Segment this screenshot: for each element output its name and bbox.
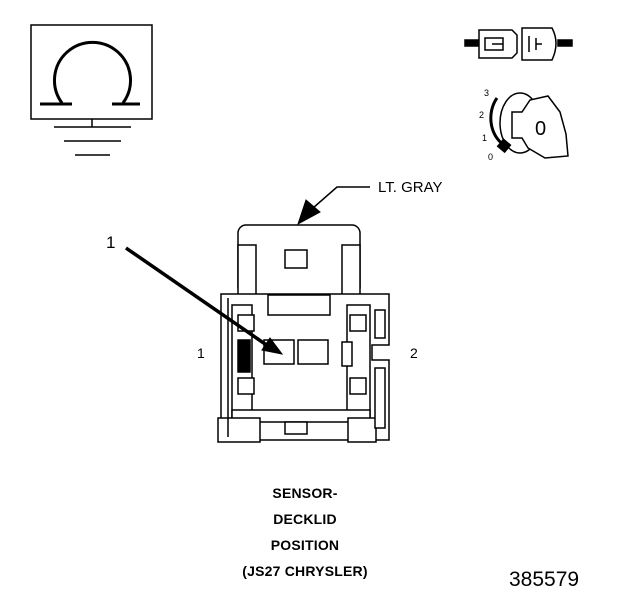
key-position-3: 3 bbox=[484, 88, 490, 98]
terminal-callout-label: 1 bbox=[106, 233, 116, 252]
key-position-2: 2 bbox=[479, 110, 485, 120]
caption-line-3: POSITION bbox=[270, 537, 340, 553]
terminal-cavity-2 bbox=[297, 339, 329, 365]
key-label: 0 bbox=[535, 118, 547, 140]
ignition-key-icon bbox=[489, 92, 569, 159]
caption-line-4: (JS27 CHRYSLER) bbox=[242, 563, 368, 579]
pin-1-label: 1 bbox=[197, 345, 205, 361]
wire-color-label: LT. GRAY bbox=[378, 179, 443, 196]
figure-number: 385579 bbox=[509, 568, 580, 591]
leader-lines bbox=[125, 186, 370, 355]
key-position-1: 1 bbox=[482, 133, 488, 143]
key-position-0: 0 bbox=[488, 152, 494, 162]
pin-2-label: 2 bbox=[410, 345, 418, 361]
connector-face bbox=[217, 224, 390, 443]
caption-line-2: DECKLID bbox=[273, 511, 337, 527]
disconnect-connector-icon bbox=[464, 27, 573, 61]
resistance-ground-symbol bbox=[30, 24, 153, 156]
caption-line-1: SENSOR- bbox=[272, 485, 338, 501]
